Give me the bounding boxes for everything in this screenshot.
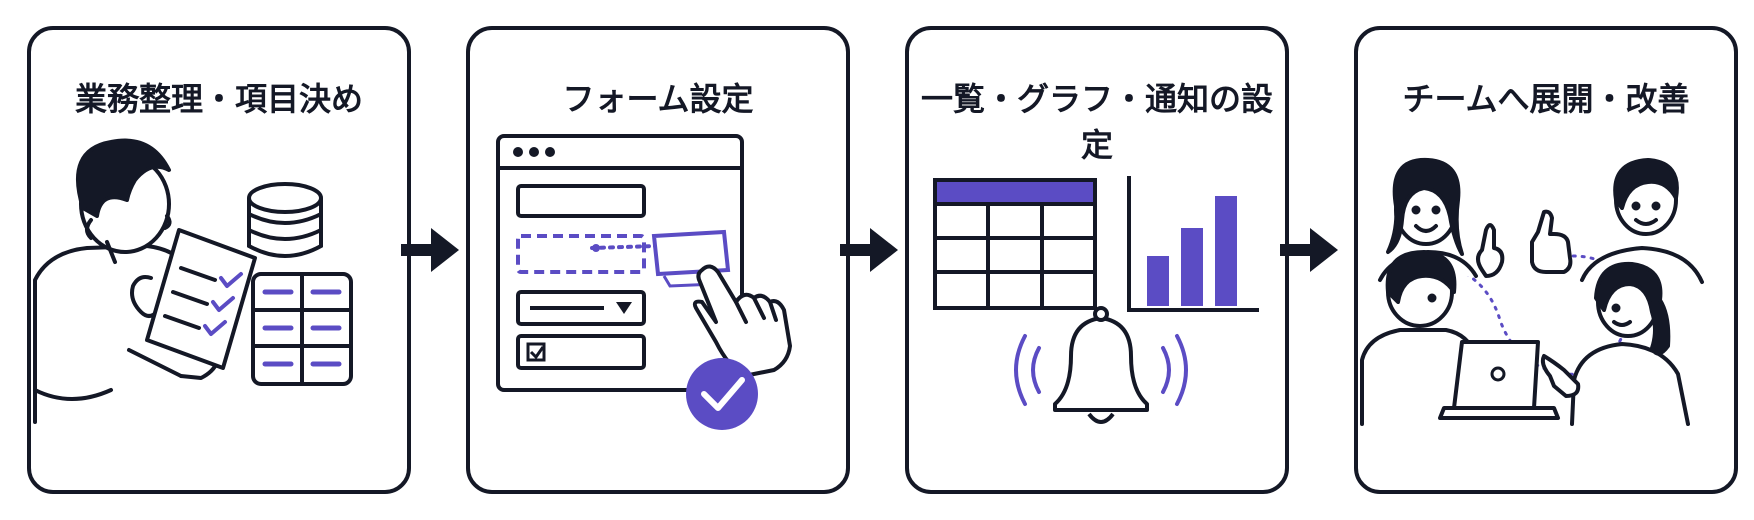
- data-grid-icon: [251, 272, 353, 386]
- step-panel-4: チームへ展開・改善: [1354, 26, 1738, 494]
- checkmark-badge-icon: [686, 358, 758, 430]
- dropdown-icon: [516, 290, 646, 326]
- bell-icon: [1014, 306, 1188, 424]
- step-title-3: 一覧・グラフ・通知の設定: [920, 80, 1273, 164]
- checkbox-icon: [516, 334, 646, 370]
- thumbs-up-icon: [1530, 209, 1573, 274]
- laptop-icon: [1438, 340, 1560, 420]
- field-drop-zone: [516, 234, 646, 274]
- arrow-right-icon: [401, 228, 459, 272]
- step-panel-1: 業務整理・項目決め: [27, 26, 411, 494]
- database-icon: [247, 182, 323, 258]
- step-1-illustration: [33, 138, 353, 424]
- checklist-icon: [145, 228, 257, 370]
- bar-chart-icon: [1127, 176, 1259, 312]
- step-title-2: フォーム設定: [562, 80, 754, 118]
- step-2-illustration: [496, 134, 792, 430]
- step-4-illustration: [1360, 157, 1704, 426]
- drag-field-icon: [590, 229, 731, 288]
- step-title-1: 業務整理・項目決め: [74, 80, 363, 118]
- step-panel-3: 一覧・グラフ・通知の設定: [905, 26, 1289, 494]
- step-panel-2: フォーム設定: [466, 26, 850, 494]
- step-title-4: チームへ展開・改善: [1402, 80, 1690, 118]
- arrow-right-icon: [1280, 228, 1338, 272]
- arrow-right-icon: [840, 228, 898, 272]
- text-field-icon: [516, 184, 646, 218]
- step-3-illustration: [933, 176, 1259, 424]
- table-icon: [933, 178, 1097, 310]
- team-people-icon: [1360, 157, 1704, 426]
- pointer-hand-icon: [692, 264, 792, 378]
